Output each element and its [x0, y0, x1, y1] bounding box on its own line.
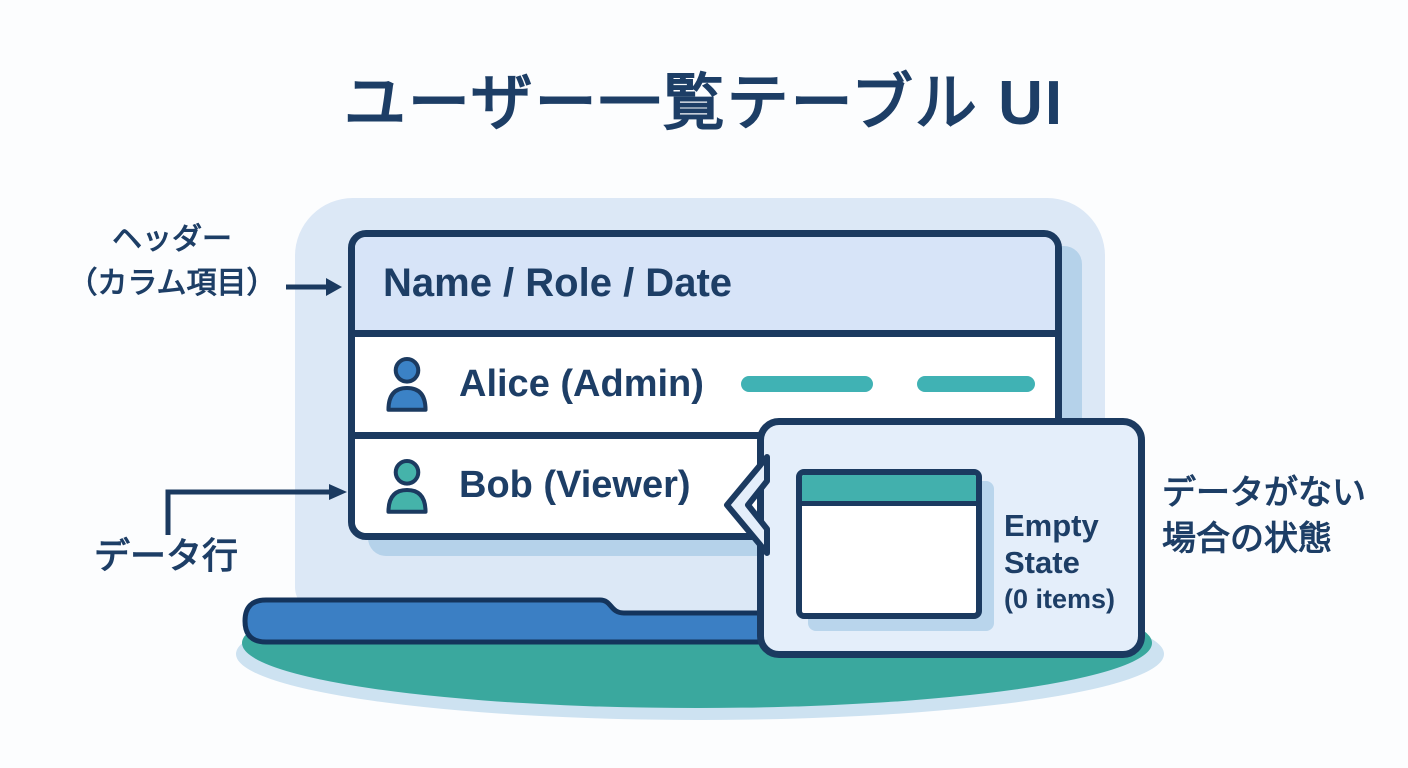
- table-header-label: Name / Role / Date: [383, 261, 733, 305]
- callout-tail: [724, 454, 770, 556]
- role-pill: [741, 376, 873, 393]
- header-annotation-line1: ヘッダー: [112, 223, 232, 256]
- data-row-annotation: データ行: [94, 535, 239, 576]
- empty-state-callout: Empty State (0 items): [724, 418, 1145, 658]
- empty-window-icon: [796, 469, 982, 619]
- empty-state-annotation-line1: データがない: [1162, 474, 1366, 512]
- user-icon: [386, 357, 428, 413]
- user-table: Name / Role / Date Alice (Admin) Bob (Vi…: [348, 230, 1062, 540]
- laptop-base: [242, 597, 877, 645]
- empty-state-annotation: データがない 場合の状態: [1162, 470, 1366, 562]
- data-row-arrow-icon: [165, 484, 347, 535]
- empty-state-annotation-line2: 場合の状態: [1162, 520, 1332, 558]
- header-annotation-line2: （カラム項目）: [67, 267, 277, 300]
- date-pill: [917, 376, 1035, 393]
- callout-title-line1: Empty: [1004, 508, 1099, 543]
- callout-text: Empty State (0 items): [1004, 507, 1115, 617]
- header-annotation: ヘッダー （カラム項目）: [52, 218, 292, 306]
- row-label: Bob (Viewer): [459, 464, 691, 507]
- page-title: ユーザー一覧テーブル UI: [343, 69, 1065, 138]
- callout-count: (0 items): [1004, 584, 1116, 614]
- row-label: Alice (Admin): [459, 362, 704, 405]
- header-arrow-icon: [286, 278, 342, 296]
- callout-title-line2: State: [1004, 545, 1080, 580]
- window-titlebar: [802, 475, 976, 506]
- user-icon: [386, 458, 428, 514]
- table-header[interactable]: Name / Role / Date: [355, 237, 1055, 337]
